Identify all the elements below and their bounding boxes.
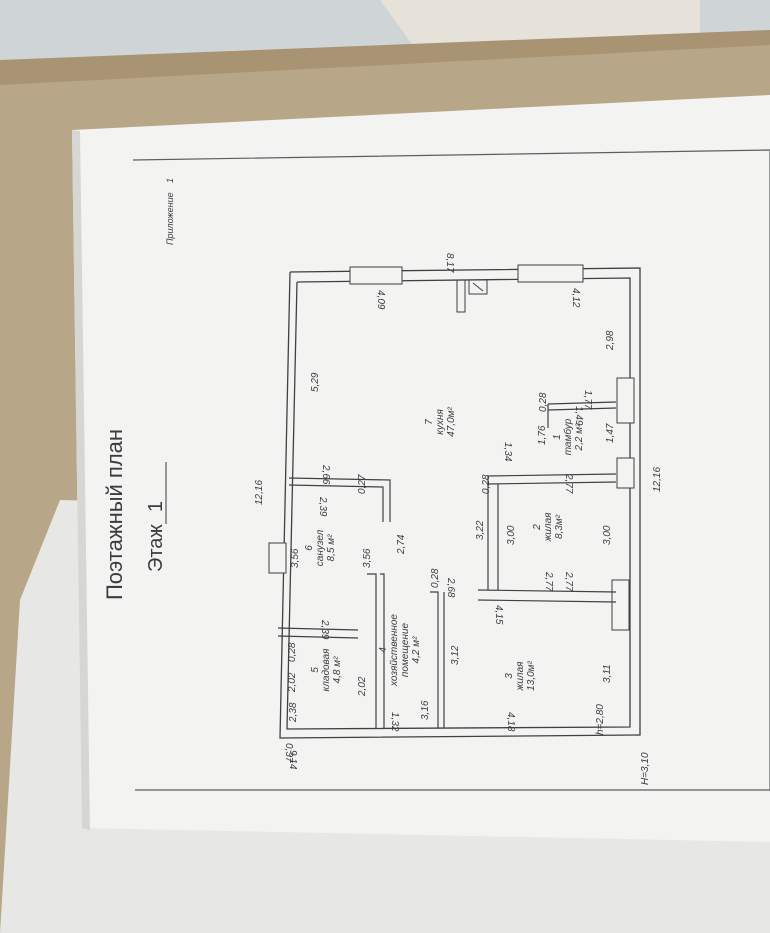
dim-label: 3,12 <box>450 645 461 665</box>
drawing-frame <box>132 149 770 791</box>
svg-text:хозяйственное: хозяйственное <box>389 614 400 687</box>
dim-label: 9,14 <box>287 750 298 770</box>
dim-label: 8,17 <box>444 253 455 273</box>
document-page <box>72 95 770 842</box>
dim-label: 4,09 <box>375 290 386 310</box>
dim-label: 3,00 <box>506 525 517 545</box>
svg-text:4: 4 <box>378 647 389 653</box>
dim-label: 1,34 <box>502 442 513 462</box>
svg-text:47,0м²: 47,0м² <box>446 407 457 437</box>
svg-text:кухня: кухня <box>435 409 446 435</box>
floor-number: 1 <box>145 501 167 512</box>
dim-label: 0,28 <box>287 642 298 662</box>
svg-text:жилая: жилая <box>543 512 554 543</box>
appendix-number: 1 <box>165 178 175 183</box>
dim-label: 2,77 <box>543 571 554 592</box>
dim-label: 1,76 <box>537 425 548 445</box>
dim-label: 5,29 <box>310 372 321 392</box>
appendix-label: Приложение <box>165 192 175 245</box>
dim-label: 3,00 <box>602 525 613 545</box>
wooden-table-edge <box>0 30 770 85</box>
dim-label: 3,11 <box>602 664 613 683</box>
svg-text:8,5 м²: 8,5 м² <box>326 534 337 562</box>
page-shadow <box>72 130 90 830</box>
dim-label: 2,66 <box>320 464 331 485</box>
dim-label: 1,32 <box>389 712 400 732</box>
stove <box>456 279 488 313</box>
dim-label: 12,16 <box>652 467 663 492</box>
room-storage-label: 5 кладовая 4,8 м² <box>310 648 343 692</box>
dim-label: 2,77 <box>563 571 574 592</box>
appendix-group: Приложение 1 <box>165 178 175 245</box>
dim-label: 2,39 <box>319 619 330 640</box>
svg-text:1: 1 <box>552 434 563 440</box>
dim-label: 4,12 <box>570 288 581 308</box>
svg-text:санузел: санузел <box>315 529 326 566</box>
page-title: Поэтажный план <box>102 429 127 600</box>
dim-label: 0,27 <box>357 474 368 494</box>
dim-label: 12,16 <box>254 480 265 505</box>
height-label-inner: h=2,80 <box>595 704 606 735</box>
svg-text:7: 7 <box>424 419 435 425</box>
svg-text:8,3м²: 8,3м² <box>554 514 565 539</box>
dim-label: 2,02 <box>287 672 298 693</box>
svg-text:4,2 м²: 4,2 м² <box>411 636 422 664</box>
room-living-2-label: 2 жилая 8,3м² <box>532 512 565 543</box>
svg-text:тамбур: тамбур <box>562 418 574 455</box>
interior-walls <box>277 401 617 728</box>
dim-label: 4,15 <box>493 605 504 625</box>
svg-text:3: 3 <box>504 673 515 679</box>
dim-label: 0,28 <box>538 392 549 412</box>
svg-text:2: 2 <box>532 524 543 531</box>
dim-label: 2,98 <box>605 330 616 351</box>
dim-label: 2,68 <box>445 577 456 598</box>
dim-label: 0,28 <box>481 474 492 494</box>
dim-label: 1,47 <box>605 423 616 443</box>
dim-label: 2,02 <box>357 676 368 697</box>
dim-label: 3,56 <box>290 548 301 568</box>
dim-label: 3,16 <box>420 700 431 720</box>
dim-label: 0,37 <box>283 743 294 763</box>
room-living-3-label: 3 жилая 13,0м² <box>504 661 537 692</box>
svg-text:13,0м²: 13,0м² <box>526 661 537 691</box>
floor-label-group: Этаж 1 <box>145 462 167 572</box>
svg-text:2,2 м²: 2,2 м² <box>574 423 585 452</box>
svg-text:4,8 м²: 4,8 м² <box>332 656 343 684</box>
height-label-outer: H=3,10 <box>640 752 651 785</box>
windows <box>268 264 635 631</box>
svg-text:5: 5 <box>310 667 321 673</box>
dim-label: 2,74 <box>396 534 407 555</box>
room-bathroom-label: 6 санузел 8,5 м² <box>304 529 337 566</box>
dim-label: 2,38 <box>288 702 299 723</box>
dim-label: 2,77 <box>563 473 574 494</box>
svg-text:6: 6 <box>304 545 315 551</box>
dim-label: 3,56 <box>362 548 373 568</box>
room-vestibule-label: 1 тамбур 2,2 м² <box>552 418 585 455</box>
dim-label: 3,22 <box>475 520 486 540</box>
dim-label: 4,18 <box>505 712 516 732</box>
dim-label: 1,77 <box>582 390 593 410</box>
svg-text:помещение: помещение <box>400 622 411 677</box>
room-kitchen-label: 7 кухня 47,0м² <box>424 407 457 437</box>
floor-label: Этаж <box>145 524 167 572</box>
dim-label: 2,39 <box>317 496 328 517</box>
svg-text:жилая: жилая <box>515 661 526 692</box>
dim-label: 0,28 <box>430 568 441 588</box>
svg-text:кладовая: кладовая <box>321 648 332 692</box>
dim-label: 1,49 <box>573 406 584 426</box>
room-utility-label: 4 хозяйственное помещение 4,2 м² <box>378 614 422 687</box>
